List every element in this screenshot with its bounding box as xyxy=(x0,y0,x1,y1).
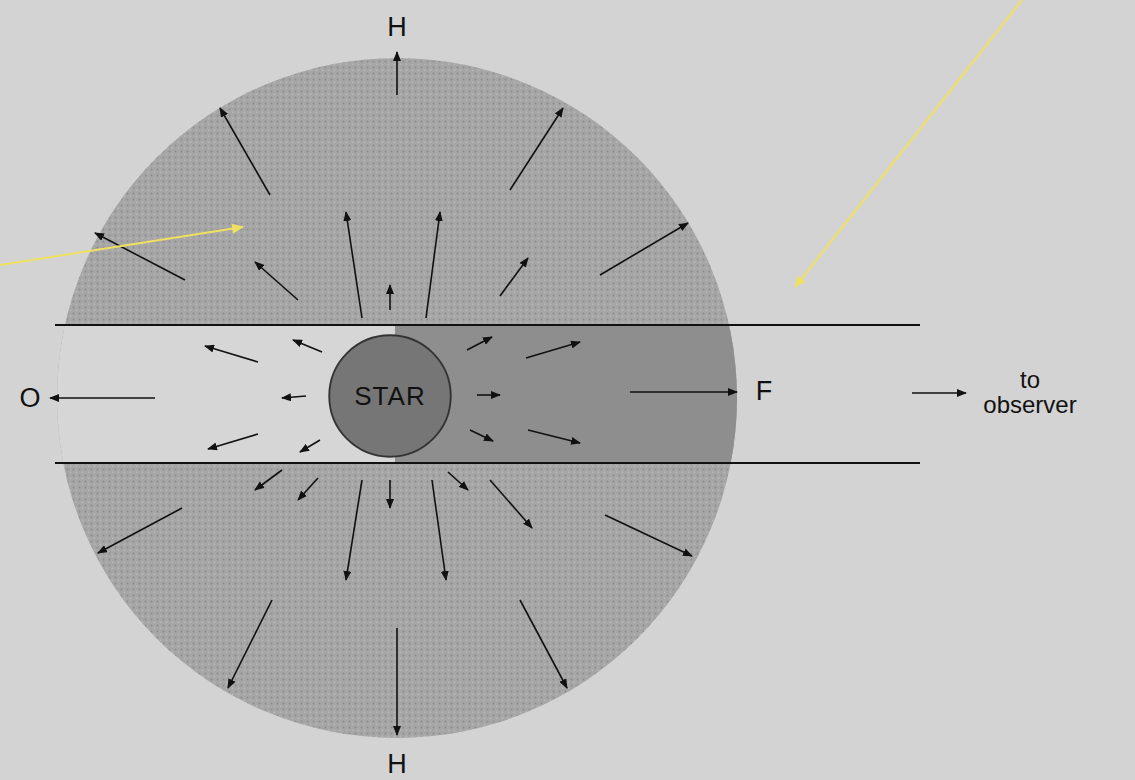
diagram-label: H xyxy=(387,750,407,778)
callout-pointers xyxy=(0,0,1022,287)
star-circle: STAR xyxy=(328,334,452,458)
diagram-label: O xyxy=(19,384,40,412)
diagram-label: to observer xyxy=(974,367,1086,417)
diagram-label: H xyxy=(387,13,407,41)
flow-arrows xyxy=(50,52,966,735)
shell xyxy=(50,58,920,738)
star-label: STAR xyxy=(354,381,425,412)
diagram-label: F xyxy=(756,377,773,405)
